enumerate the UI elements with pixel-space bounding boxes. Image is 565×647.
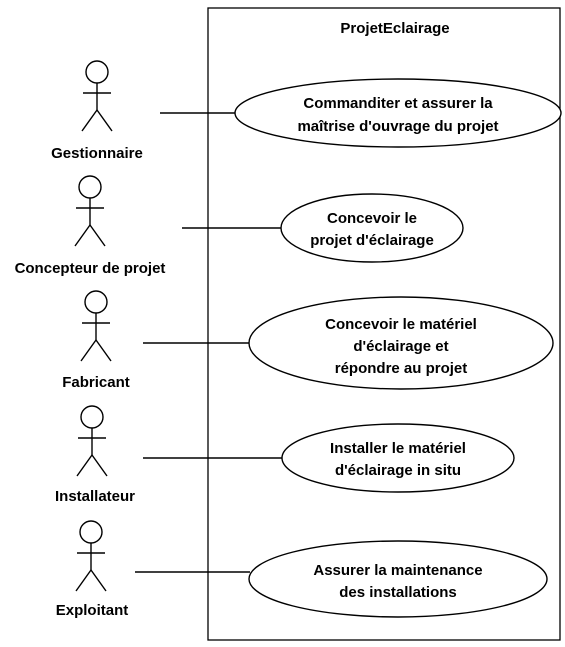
- use-case-label-line: répondre au projet: [335, 360, 468, 377]
- actor-label: Concepteur de projet: [15, 260, 166, 277]
- stick-figure-icon: [74, 175, 106, 247]
- use-case-installer[interactable]: Installer le matériel d'éclairage in sit…: [281, 423, 515, 493]
- actor-exploitant[interactable]: Exploitant: [56, 520, 129, 619]
- actor-label: Exploitant: [56, 602, 129, 619]
- actor-installateur[interactable]: Installateur: [55, 405, 135, 505]
- use-case-label-line: projet d'éclairage: [310, 232, 434, 249]
- associations: [135, 112, 282, 573]
- use-case-label-line: Concevoir le matériel: [325, 316, 477, 333]
- use-case-label-line: maîtrise d'ouvrage du projet: [297, 118, 498, 135]
- use-case-label-line: Commanditer et assurer la: [303, 95, 493, 112]
- use-case-maintenance[interactable]: Assurer la maintenance des installations: [248, 540, 548, 618]
- system-title: ProjetEclairage: [340, 20, 449, 37]
- actor-fabricant[interactable]: Fabricant: [62, 290, 130, 391]
- use-case-concevoir-projet[interactable]: Concevoir le projet d'éclairage: [280, 193, 464, 263]
- actor-concepteur[interactable]: Concepteur de projet: [15, 175, 166, 277]
- use-case-label-line: des installations: [339, 584, 457, 601]
- use-case-label-line: Concevoir le: [327, 210, 417, 227]
- stick-figure-icon: [75, 520, 107, 592]
- use-case-label-line: d'éclairage et: [353, 338, 448, 355]
- stick-figure-icon: [80, 290, 112, 362]
- actor-label: Fabricant: [62, 374, 130, 391]
- actor-label: Installateur: [55, 488, 135, 505]
- stick-figure-icon: [76, 405, 108, 477]
- use-case-label-line: Assurer la maintenance: [313, 562, 482, 579]
- actor-gestionnaire[interactable]: Gestionnaire: [51, 60, 143, 162]
- use-case-concevoir-materiel[interactable]: Concevoir le matériel d'éclairage et rép…: [248, 296, 554, 390]
- use-case-label-line: d'éclairage in situ: [335, 462, 461, 479]
- actor-label: Gestionnaire: [51, 145, 143, 162]
- stick-figure-icon: [81, 60, 113, 132]
- use-case-label-line: Installer le matériel: [330, 440, 466, 457]
- use-case-commanditer[interactable]: Commanditer et assurer la maîtrise d'ouv…: [234, 78, 562, 148]
